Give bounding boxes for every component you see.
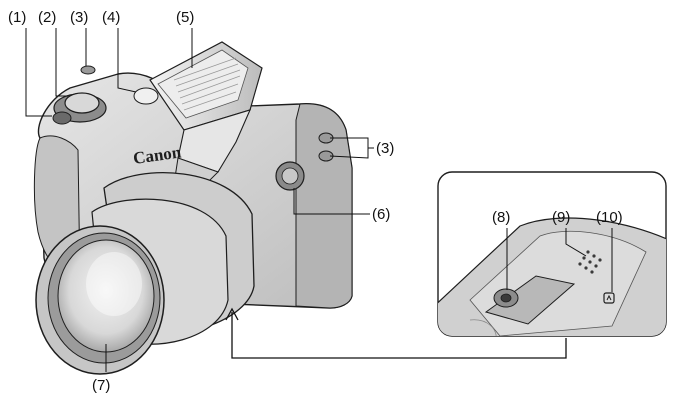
callout-9: (9) [552, 209, 570, 226]
lamp-group [133, 87, 159, 105]
flash-unit [149, 41, 263, 191]
leader-6 [293, 188, 370, 215]
callout-7: (7) [92, 377, 110, 394]
callout-8: (8) [492, 209, 510, 226]
callout-4: (4) [102, 9, 120, 26]
callout-5: (5) [176, 9, 194, 26]
af-assist-lamp-group [275, 161, 305, 191]
nfc-mark [603, 292, 615, 304]
leader-2 [55, 28, 68, 97]
lamp [133, 87, 159, 105]
lens-barrel [35, 172, 255, 375]
strap-mount-top [80, 65, 96, 75]
callout-labels: (1) (2) (3) (4) (5) (3) (6) (7) (8) (9) … [8, 9, 623, 394]
callout-3: (3) [70, 9, 88, 26]
callout-10: (10) [596, 209, 623, 226]
leader-4 [117, 28, 137, 93]
callout-3-right: (3) [376, 140, 394, 157]
shutter-button [64, 92, 100, 114]
callout-2: (2) [38, 9, 56, 26]
leader-1 [25, 28, 52, 117]
callout-1: (1) [8, 9, 26, 26]
shutter-button-group [52, 92, 107, 125]
bottom-view-inset [437, 171, 667, 337]
af-assist-lamp [281, 167, 299, 185]
leader-9 [565, 228, 587, 257]
leader-lines [25, 28, 613, 372]
power-button [52, 111, 72, 125]
inset-connector-line [231, 312, 567, 359]
callout-6: (6) [372, 206, 390, 223]
inset-connector-arrow [225, 307, 239, 321]
speaker-grille [578, 250, 602, 274]
